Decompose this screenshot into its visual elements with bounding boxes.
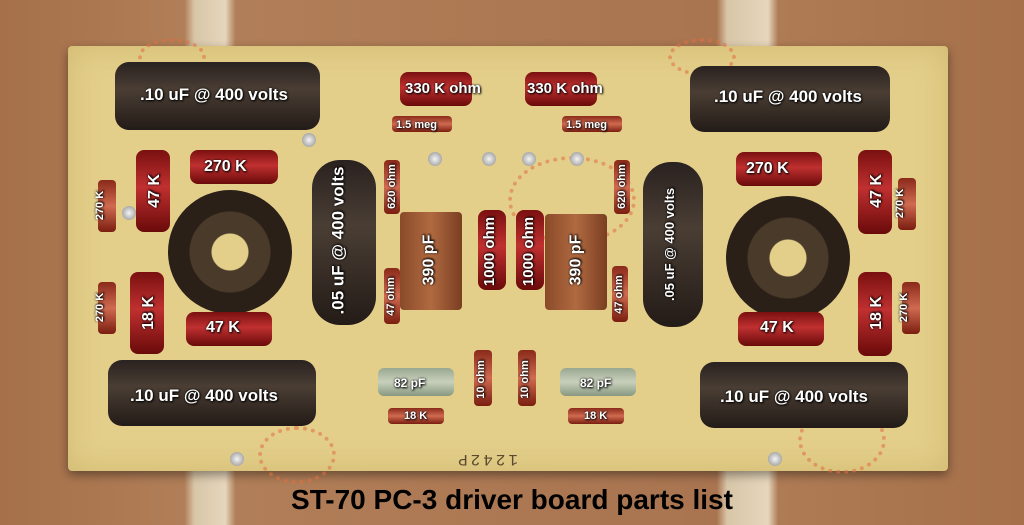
- resistor-10ohm-right: [518, 350, 536, 406]
- resistor-18k-left: [130, 272, 164, 354]
- label-res-18k-right: 18 K: [867, 296, 885, 330]
- resistor-47ohm-right: [612, 266, 628, 322]
- resistor-10ohm-left: [474, 350, 492, 406]
- solder-pad: [302, 133, 316, 147]
- resistor-18k-small-left: [388, 408, 444, 424]
- resistor-270k-small-left: [98, 180, 116, 232]
- resistor-270k-right: [736, 152, 822, 186]
- label-res-47k-right: 47 K: [867, 174, 885, 208]
- label-res-270k-right: 270 K: [746, 160, 789, 177]
- resistor-270k-left: [190, 150, 278, 184]
- label-res-47k-bottom-left: 47 K: [206, 319, 240, 336]
- solder-pad: [230, 452, 244, 466]
- capacitor-mid-left: [312, 160, 376, 325]
- solder-pad: [122, 206, 136, 220]
- resistor-1.5meg-left: [392, 116, 452, 132]
- resistor-270k-small-bottom-right: [902, 282, 920, 334]
- board-print-swirl: [258, 426, 336, 484]
- label-res-18k-small-right: 18 K: [584, 410, 608, 422]
- board-part-number: 1242P: [455, 450, 519, 468]
- resistor-270k-small-bottom-left: [98, 282, 116, 334]
- capacitor-390pf-left: [400, 212, 462, 310]
- label-cap-390pf-left: 390 pF: [420, 234, 438, 286]
- solder-pad: [428, 152, 442, 166]
- resistor-620-right: [614, 160, 630, 214]
- label-cap-top-left: .10 uF @ 400 volts: [140, 85, 288, 104]
- label-res-47k-bottom-right: 47 K: [760, 319, 794, 336]
- resistor-1000-left: [478, 210, 506, 290]
- resistor-47k-right: [858, 150, 892, 234]
- label-res-18k-small-left: 18 K: [404, 410, 428, 422]
- capacitor-mid-right: [643, 162, 703, 327]
- resistor-330k-left: [400, 72, 472, 106]
- capacitor-82pf-right: [560, 368, 636, 396]
- label-res-10ohm-right: 10 ohm: [518, 360, 531, 399]
- solder-pad: [482, 152, 496, 166]
- label-res-620-left: 620 ohm: [385, 164, 398, 209]
- resistor-1.5meg-right: [562, 116, 622, 132]
- label-res-270k-small-right: 270 K: [894, 188, 907, 219]
- label-res-330k-left: 330 K ohm: [405, 80, 481, 97]
- label-res-1.5meg-right: 1.5 meg: [566, 119, 607, 131]
- resistor-18k-small-right: [568, 408, 624, 424]
- label-cap-mid-left: .05 uF @ 400 volts: [328, 166, 348, 315]
- resistor-47k-bottom-right: [738, 312, 824, 346]
- label-cap-bottom-right: .10 uF @ 400 volts: [720, 387, 868, 406]
- label-res-270k-small-left: 270 K: [94, 190, 107, 221]
- label-res-620-right: 620 ohm: [615, 164, 628, 209]
- label-cap-82pf-left: 82 pF: [394, 376, 426, 390]
- capacitor-82pf-left: [378, 368, 454, 396]
- solder-pad: [768, 452, 782, 466]
- resistor-270k-small-right: [898, 178, 916, 230]
- label-res-18k-left: 18 K: [139, 296, 157, 330]
- label-cap-bottom-left: .10 uF @ 400 volts: [130, 386, 278, 405]
- resistor-18k-right: [858, 272, 892, 356]
- solder-pad: [570, 152, 584, 166]
- label-res-1.5meg-left: 1.5 meg: [396, 119, 437, 131]
- tube-socket-left: [168, 190, 292, 314]
- tube-socket-right: [726, 196, 850, 320]
- label-res-47ohm-left: 47 ohm: [384, 277, 397, 316]
- label-cap-mid-right: .05 uF @ 400 volts: [662, 187, 678, 302]
- label-res-270k-small-bottom-right: 270 K: [898, 292, 911, 323]
- capacitor-top-right: [690, 66, 890, 132]
- resistor-47k-bottom-left: [186, 312, 272, 346]
- label-res-1000-right: 1000 ohm: [520, 216, 538, 287]
- label-res-47ohm-right: 47 ohm: [612, 275, 625, 314]
- capacitor-390pf-right: [545, 214, 607, 310]
- label-res-330k-right: 330 K ohm: [527, 80, 603, 97]
- resistor-620-left: [384, 160, 400, 214]
- capacitor-bottom-right: [700, 362, 908, 428]
- label-cap-82pf-right: 82 pF: [580, 376, 612, 390]
- resistor-47ohm-left: [384, 268, 400, 324]
- label-cap-top-right: .10 uF @ 400 volts: [714, 87, 862, 106]
- solder-pad: [522, 152, 536, 166]
- label-res-10ohm-left: 10 ohm: [474, 360, 487, 399]
- label-res-270k-small-bottom-left: 270 K: [94, 292, 107, 323]
- caption-title: ST-70 PC-3 driver board parts list: [291, 484, 733, 515]
- resistor-330k-right: [525, 72, 597, 106]
- label-res-270k-left: 270 K: [204, 158, 247, 175]
- label-res-1000-left: 1000 ohm: [481, 216, 499, 287]
- label-cap-390pf-right: 390 pF: [567, 234, 585, 286]
- capacitor-bottom-left: [108, 360, 316, 426]
- resistor-1000-right: [516, 210, 544, 290]
- label-res-47k-left: 47 K: [145, 174, 163, 208]
- resistor-47k-left: [136, 150, 170, 232]
- capacitor-top-left: [115, 62, 320, 130]
